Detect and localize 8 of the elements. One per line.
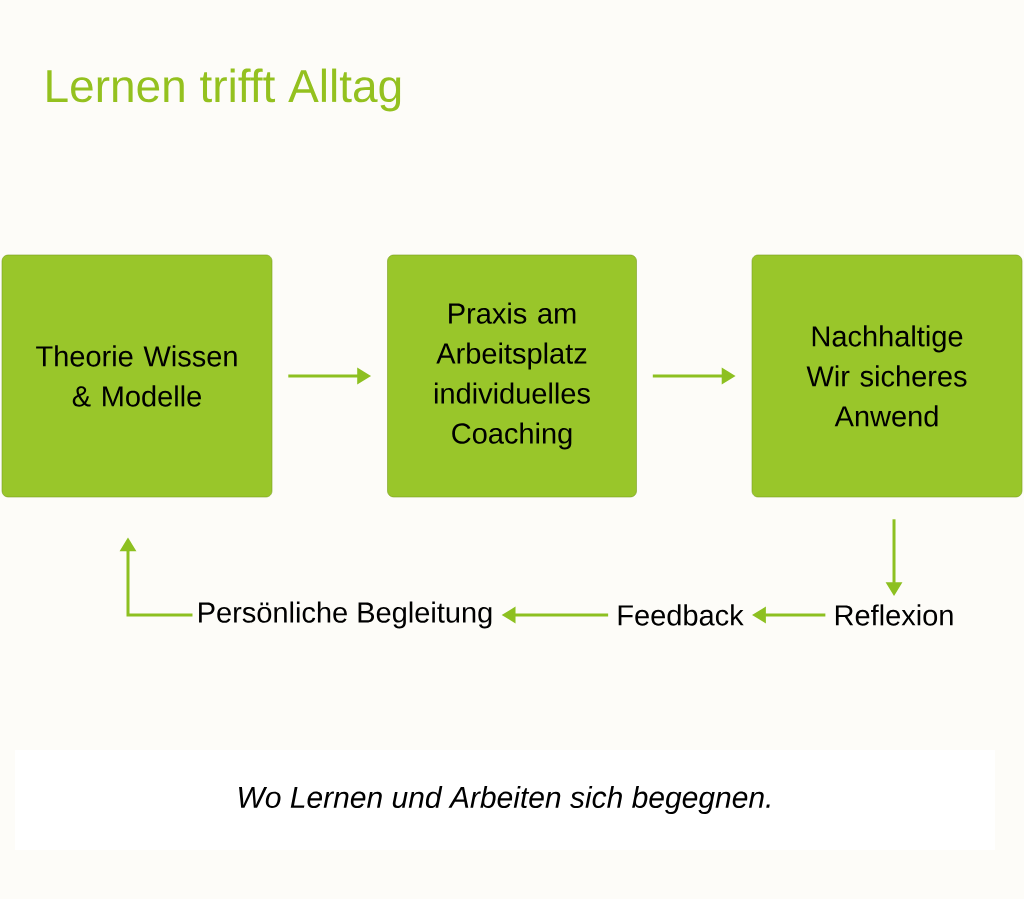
step-label: Reflexion (835, 604, 953, 626)
process-box: Theorie Wissen & Modelle (1, 254, 273, 498)
caption: Wo Lernen und Arbeiten sich begegnen. (15, 750, 995, 850)
process-box: Nachhaltige Wir sicheres Anwend (751, 254, 1023, 498)
process-box: Praxis am Arbeitsplatz individuelles Coaching (387, 254, 637, 498)
title: Lernen trifft Alltag (47, 68, 401, 112)
step-label: Persönliche Begleitung (199, 601, 492, 629)
step-label: Feedback (618, 604, 744, 626)
